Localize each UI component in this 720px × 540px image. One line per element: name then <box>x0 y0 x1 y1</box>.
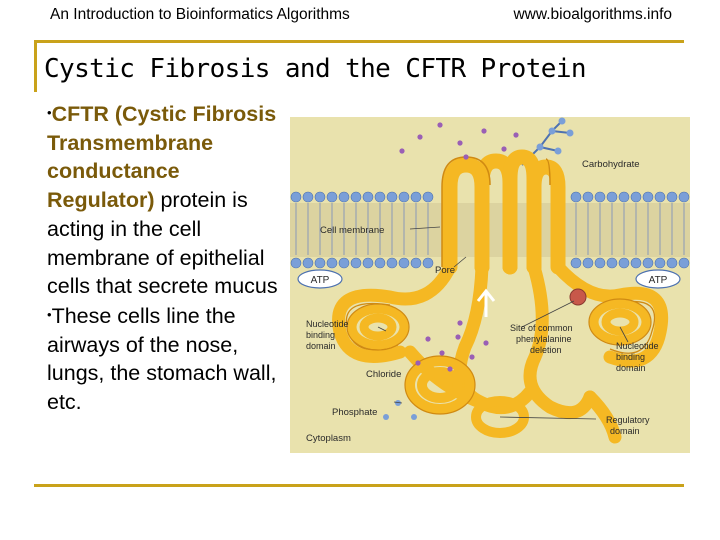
cftr-transmembrane-helices <box>442 149 566 275</box>
label-nbd-right-2: binding <box>616 352 645 362</box>
cftr-cytoplasmic-loops <box>332 260 669 444</box>
label-regulatory-2: domain <box>610 426 640 436</box>
bullet-item: •CFTR (Cystic Fibrosis Transmembrane con… <box>47 99 287 301</box>
label-phosphate: Phosphate <box>332 407 377 418</box>
header-website: www.bioalgorithms.info <box>513 6 672 23</box>
label-nbd-left-2: binding <box>306 330 335 340</box>
title-bar: Cystic Fibrosis and the CFTR Protein <box>34 40 684 92</box>
label-nbd-left-1: Nucleotide <box>306 319 349 329</box>
atp-right-badge: ATP <box>635 269 681 289</box>
phenylalanine-deletion-site <box>569 288 587 306</box>
cftr-diagram-svg: ATP ATP Car <box>290 117 690 453</box>
label-chloride: Chloride <box>366 369 401 380</box>
label-nbd-left-3: domain <box>306 341 336 351</box>
label-cytoplasm: Cytoplasm <box>306 433 351 444</box>
label-regulatory-1: Regulatory <box>606 415 650 425</box>
membrane-heads-bottom <box>290 257 690 269</box>
atp-left-label: ATP <box>311 275 330 286</box>
bullet-item: •These cells line the airways of the nos… <box>47 301 287 417</box>
label-deletion-site-2: phenylalanine <box>516 334 572 344</box>
bullet-list: •CFTR (Cystic Fibrosis Transmembrane con… <box>47 99 287 417</box>
phosphate-groups <box>383 400 417 420</box>
bullet-text: protein is acting in the cell membrane o… <box>47 188 278 299</box>
slide-title: Cystic Fibrosis and the CFTR Protein <box>44 54 587 84</box>
label-nbd-right-3: domain <box>616 363 646 373</box>
label-pore: Pore <box>435 265 455 276</box>
atp-left-badge: ATP <box>297 269 343 289</box>
cftr-diagram: ATP ATP Car <box>290 117 690 453</box>
footer-rule <box>34 484 684 487</box>
title-accent-horizontal <box>34 40 684 43</box>
bullet-text: These cells line the airways of the nose… <box>47 303 277 415</box>
label-carbohydrate: Carbohydrate <box>582 159 640 170</box>
regulatory-domain-coil <box>405 356 529 438</box>
chloride-flow-arrow-icon <box>476 288 496 317</box>
label-deletion-site-3: deletion <box>530 345 562 355</box>
label-cell-membrane: Cell membrane <box>320 225 384 236</box>
membrane-heads-top <box>290 191 690 203</box>
cell-membrane-bilayer <box>290 191 690 269</box>
nucleotide-binding-domain-right <box>589 299 651 345</box>
chloride-ions <box>399 122 519 372</box>
label-leader-lines <box>377 226 629 420</box>
bullet-dot-icon: • <box>47 105 52 120</box>
label-deletion-site-1: Site of common <box>510 323 573 333</box>
label-nbd-right-1: Nucleotide <box>616 341 659 351</box>
bullet-highlight: CFTR (Cystic Fibrosis Transmembrane cond… <box>47 102 277 213</box>
atp-right-label: ATP <box>649 275 668 286</box>
bullet-dot-icon: • <box>47 306 52 322</box>
carbohydrate-beads <box>536 117 574 155</box>
coil-outlines <box>346 298 652 415</box>
title-accent-vertical <box>34 40 37 92</box>
nucleotide-binding-domain-left <box>347 304 409 350</box>
header-course-title: An Introduction to Bioinformatics Algori… <box>50 6 350 23</box>
